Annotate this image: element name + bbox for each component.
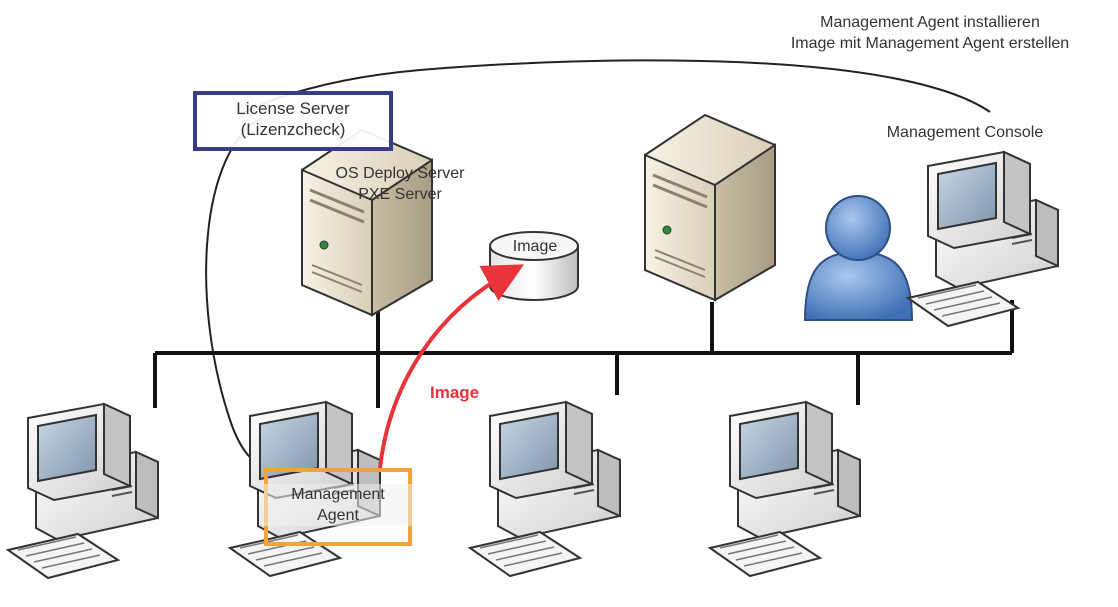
computer-icon [709, 401, 861, 577]
server-icon [643, 113, 777, 302]
license-server-box [193, 91, 393, 151]
license-server-label: License Server (Lizenzcheck) [236, 99, 350, 139]
os-deploy-server-label: OS Deploy Server PXE Server [335, 165, 465, 203]
user-icon [803, 195, 914, 321]
network-lines [153, 300, 1014, 408]
computer-icon [907, 151, 1059, 327]
computer-icon [7, 403, 159, 579]
server-icon [300, 128, 434, 317]
management-agent-label: Management Agent [264, 484, 412, 526]
image-transfer-label: Image [430, 383, 480, 402]
management-console-label: Management Console [886, 124, 1044, 141]
image-db-label: Image [512, 238, 558, 255]
license-check-arrow [205, 117, 273, 474]
image-arrow [378, 264, 525, 469]
install-label: Management Agent installieren Image mit … [790, 14, 1070, 52]
computer-icon [469, 401, 621, 577]
